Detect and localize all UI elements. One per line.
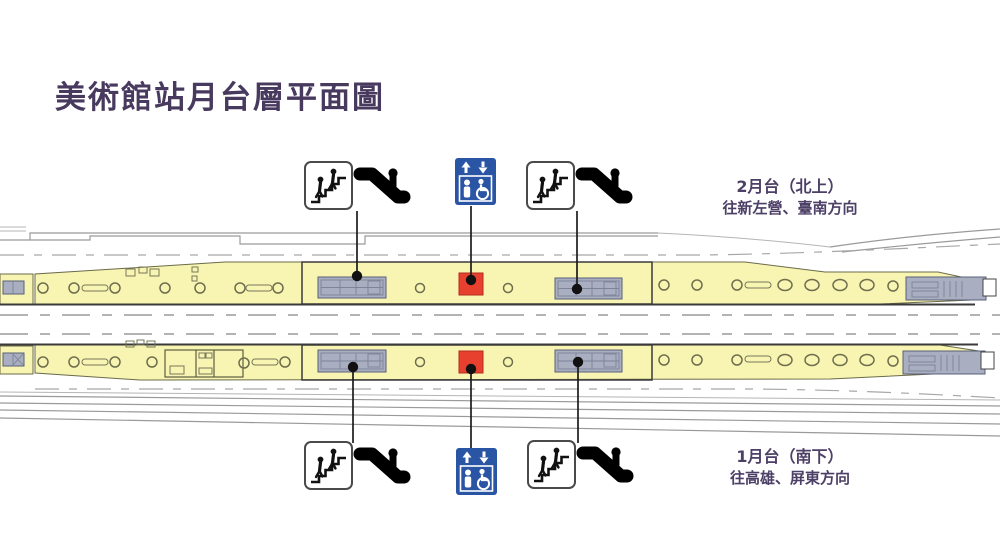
platform-2-label: 2月台（北上） 往新左營、臺南方向 xyxy=(690,176,890,218)
platform-1-end-structure xyxy=(902,350,995,375)
facility-leader-lines xyxy=(347,206,584,449)
platform-2-strip xyxy=(0,261,997,306)
upper-track-walls xyxy=(0,226,1000,256)
facility-location-dot xyxy=(351,270,363,282)
platform-1-room-block xyxy=(164,349,244,378)
platform-1-name: 1月台（南下） xyxy=(736,447,844,466)
page-title: 美術館站月台層平面圖 xyxy=(55,80,385,116)
platform-2-stair-structure-left xyxy=(317,276,387,299)
platform-2-end-structure xyxy=(905,276,997,301)
platform-2-direction: 往新左營、臺南方向 xyxy=(722,198,858,217)
stairs-icon xyxy=(526,161,575,210)
escalator-icon xyxy=(575,166,633,214)
escalator-icon xyxy=(576,445,634,493)
facility-location-dot xyxy=(465,274,477,286)
platform-1-label: 1月台（南下） 往高雄、屏東方向 xyxy=(690,446,890,488)
facility-location-dot xyxy=(571,283,583,295)
platform-1-stair-structure-left xyxy=(317,349,387,373)
platform-1-direction: 往高雄、屏東方向 xyxy=(729,468,850,487)
accessible-elevator-icon xyxy=(456,448,497,495)
stairs-icon xyxy=(304,441,353,490)
facility-location-dot xyxy=(347,361,359,373)
platform-1-pillars xyxy=(37,353,899,369)
escalator-icon xyxy=(353,446,411,494)
accessible-elevator-icon xyxy=(455,158,496,205)
lower-track-walls xyxy=(0,388,1000,437)
platform-2-pillars xyxy=(37,278,899,294)
facility-location-dot xyxy=(572,356,584,368)
stairs-icon xyxy=(304,161,353,210)
platform-2-name: 2月台（北上） xyxy=(736,177,844,196)
platform-2-stair-structure-right xyxy=(554,277,623,300)
center-track-lines xyxy=(0,314,1000,335)
platform-1-stair-structure-right xyxy=(554,349,623,373)
facility-location-dot xyxy=(465,363,477,375)
escalator-icon xyxy=(353,166,411,214)
stairs-icon xyxy=(527,440,576,489)
platform-1-strip xyxy=(0,339,995,381)
